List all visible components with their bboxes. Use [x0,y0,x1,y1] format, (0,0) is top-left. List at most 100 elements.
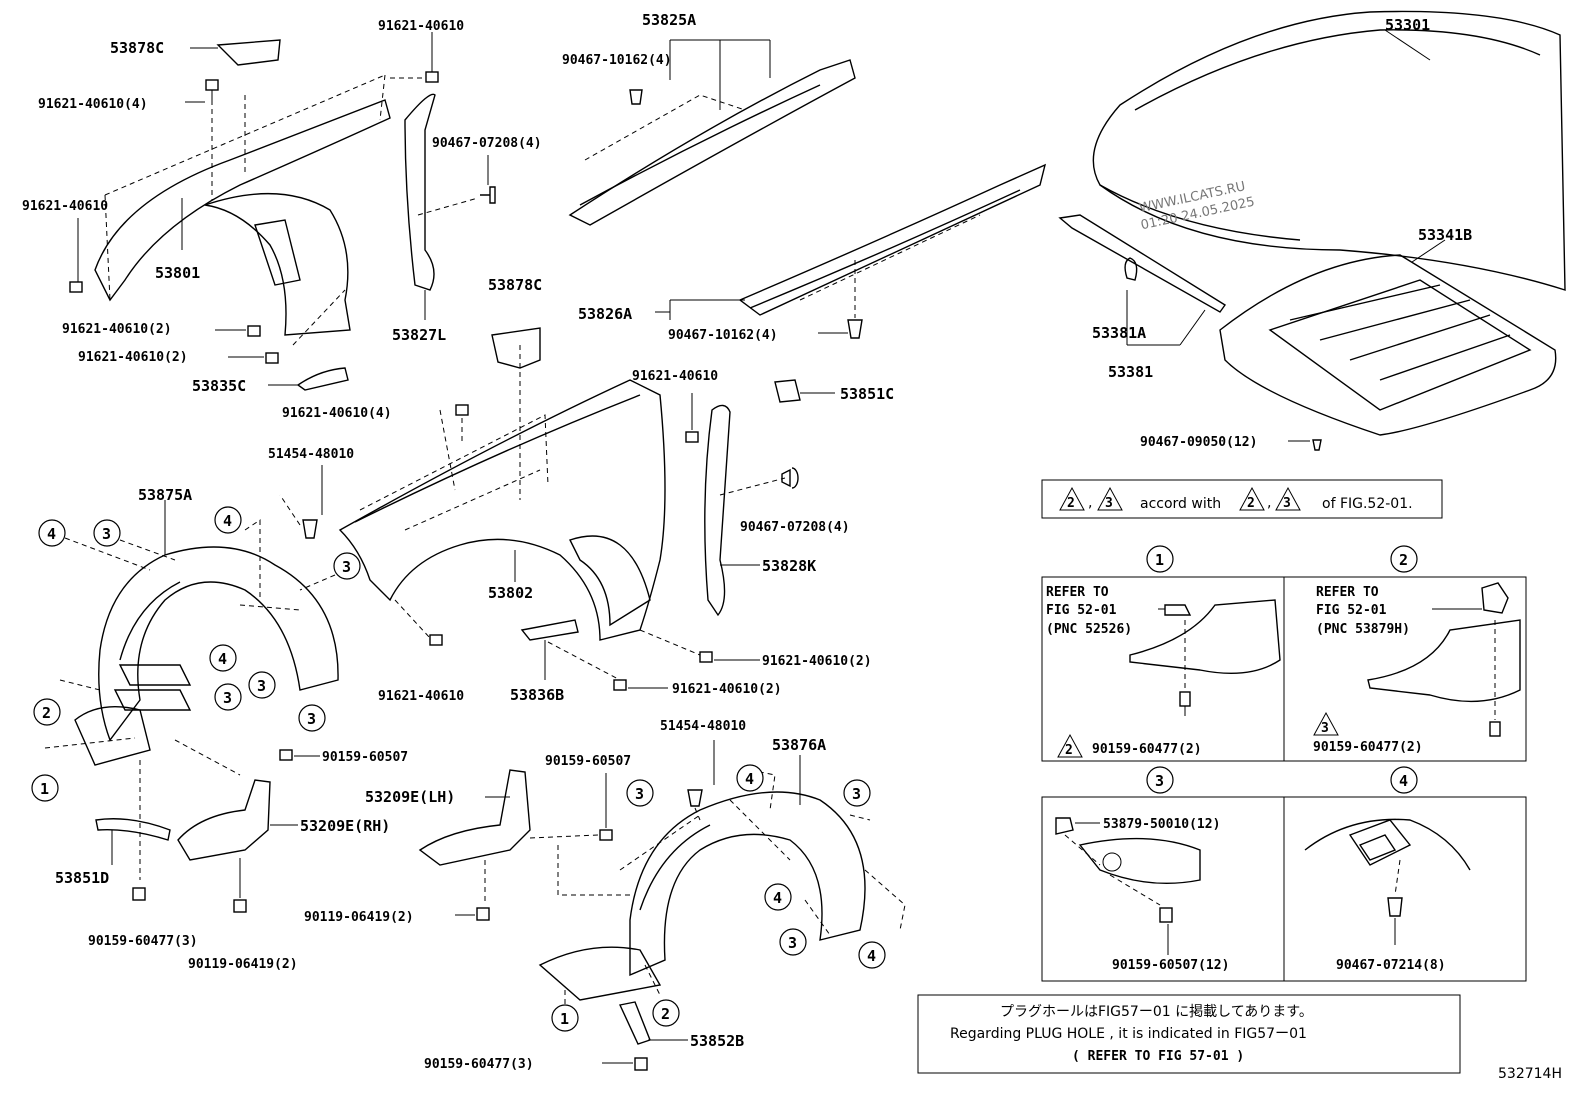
figure-code: 532714H [1498,1066,1562,1082]
plug-hole-note: プラグホールはFIG57ー01 に掲載してあります。 Regarding PLU… [917,994,1461,1074]
label-90467-07208-q4-a: 90467-07208(4) [432,136,542,151]
screw-90467-07208 [781,467,799,489]
detail1-part: 90159-60477(2) [1092,742,1202,757]
label-53209E-lh: 53209E(LH) [365,788,455,806]
triangle-mark: 3 [1105,496,1113,511]
callout-text: 3 [102,525,111,543]
refer-line3: (PNC 53879H) [1316,622,1410,637]
detail-panel-4: 90467-07214(8) [1283,796,1527,982]
triangle-mark: 3 [1283,496,1291,511]
callout-circle-2 [652,999,680,1027]
callout-text: 3 [307,710,316,728]
label-90159-60507-a: 90159-60507 [322,750,408,765]
label-53381: 53381 [1108,363,1153,381]
detail-panel-1: REFER TO FIG 52-01 (PNC 52526) 2 90159-6… [1041,576,1285,762]
label-53828K: 53828K [762,557,816,575]
label-91621-40610-q4-b: 91621-40610(4) [282,406,392,421]
accord-note: 2 , 3 accord with 2 , 3 of FIG.52-01. [1041,479,1443,519]
bolt-90159-a [279,749,293,761]
label-91621-40610-q2-a: 91621-40610(2) [62,322,172,337]
bracket-53209E-lh-shape [418,769,531,866]
callout-circle-4 [209,644,237,672]
callout-circle-3 [248,671,276,699]
bolt-fender-b [613,679,627,691]
callout-text: 4 [773,889,782,907]
callout-text: 4 [745,770,754,788]
bracket-53827L-shape [404,93,436,291]
bolt-90159-b [132,887,146,901]
weatherstrip-53878C-mid [491,327,541,369]
label-53341B: 53341B [1418,226,1472,244]
callout-text: 3 [342,558,351,576]
plug-note-line2: Regarding PLUG HOLE , it is indicated in… [950,1026,1307,1042]
triangle-mark: 3 [1321,721,1329,736]
wheel-liner-53875A-shape [74,546,339,766]
label-91621-40610-q2-b: 91621-40610(2) [78,350,188,365]
detail-number-1 [1146,545,1174,573]
callout-text: 2 [42,704,51,722]
label-53852B: 53852B [690,1032,744,1050]
callout-text: 3 [223,689,232,707]
label-53835C: 53835C [192,377,246,395]
callout-text: 3 [257,677,266,695]
bolt-a [247,325,261,337]
label-91621-40610-q2-c: 91621-40610(2) [762,654,872,669]
callout-group: 4 3 4 3 4 3 3 3 2 1 3 4 3 4 3 4 2 1 [31,506,886,1032]
accord-sep: , [1267,495,1271,511]
pad-53851C-shape [774,379,801,403]
clip-51454-a [302,519,318,539]
bolt-91621-q4 [455,404,469,416]
refer-line1: REFER TO [1316,585,1379,600]
callout-circle-3 [214,683,242,711]
wheel-liner-53876A-shape [538,791,866,1001]
fender-liner-53801-shape [94,99,391,336]
label-51454-48010-a: 51454-48010 [268,447,354,462]
refer-line1: REFER TO [1046,585,1109,600]
callout-text: 4 [218,650,227,668]
seal-53828K-shape [704,404,731,617]
label-53876A: 53876A [772,736,826,754]
label-53301: 53301 [1385,16,1430,34]
callout-circle-4 [736,764,764,792]
callout-circle-4 [38,519,66,547]
callout-circle-1 [551,1004,579,1032]
label-53825A: 53825A [642,11,696,29]
label-53878C-top: 53878C [110,39,164,57]
callout-circle-3 [626,779,654,807]
triangle-mark: 2 [1065,743,1073,758]
hood-53301-shape [1092,10,1566,291]
label-90467-10162-q4-b: 90467-10162(4) [668,328,778,343]
label-53381A: 53381A [1092,324,1146,342]
sill-53825A-shape [568,59,856,226]
triangle-mark: 2 [1067,496,1075,511]
label-91621-40610-q4-a: 91621-40610(4) [38,97,148,112]
detail-panel-3: 53879-50010(12) 90159-60507(12) [1041,796,1285,982]
fender-53802-shape [338,379,666,641]
accord-text: accord with [1140,496,1221,512]
detail-number-text: 4 [1399,772,1408,790]
callout-circle-4 [764,883,792,911]
bolt-91621-left [69,281,83,293]
label-53826A: 53826A [578,305,632,323]
accord-tail: of FIG.52-01. [1322,496,1413,512]
triangle-mark: 2 [1247,496,1255,511]
callout-text: 3 [852,785,861,803]
bolt-91621-mid [685,431,699,443]
callout-text: 3 [635,785,644,803]
label-53851D: 53851D [55,869,109,887]
clip-90467-mid [847,319,863,339]
detail3-part-a: 53879-50010(12) [1103,817,1220,832]
hood-insulator-53341B-shape [1219,254,1557,436]
label-90119-06419-q2-b: 90119-06419(2) [304,910,414,925]
label-53209E-rh: 53209E(RH) [300,817,390,835]
detail4-part: 90467-07214(8) [1336,958,1446,973]
detail-panel-2: REFER TO FIG 52-01 (PNC 53879H) 3 90159-… [1283,576,1527,762]
detail-number-text: 3 [1155,772,1164,790]
callout-text: 2 [661,1005,670,1023]
label-90119-06419-q2-a: 90119-06419(2) [188,957,298,972]
label-53836B: 53836B [510,686,564,704]
label-51454-48010-b: 51454-48010 [660,719,746,734]
label-91621-40610-b: 91621-40610 [378,19,464,34]
detail-number-text: 2 [1399,551,1408,569]
